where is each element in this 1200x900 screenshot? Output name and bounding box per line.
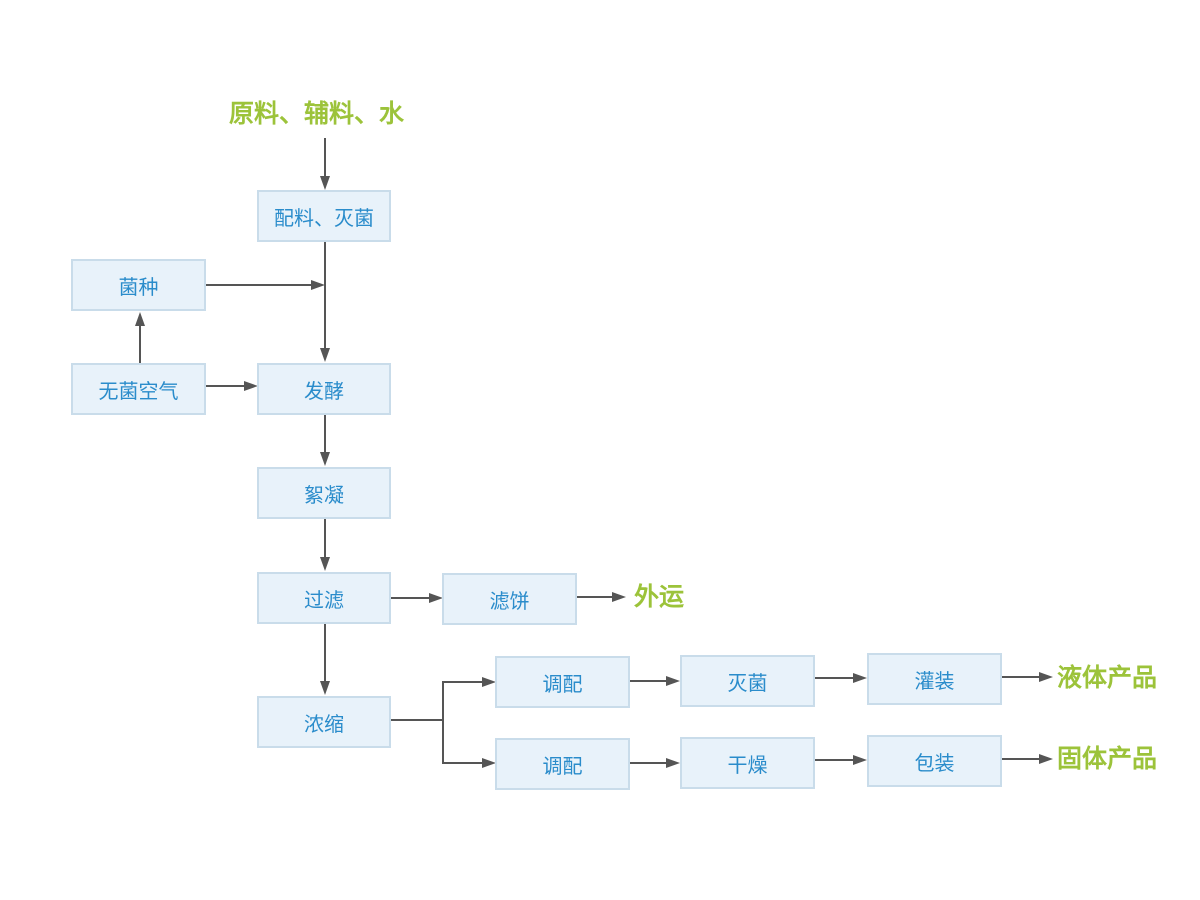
arrowhead — [482, 758, 496, 768]
step-filling: 灌装 — [867, 653, 1002, 705]
raw-materials-input: 原料、辅料、水 — [229, 99, 405, 128]
step-drying: 干燥 — [680, 737, 815, 789]
arrowhead — [244, 381, 258, 391]
transport-output: 外运 — [634, 582, 685, 611]
arrowhead — [311, 280, 325, 290]
arrowhead — [853, 755, 867, 765]
step-sterile-air: 无菌空气 — [71, 363, 206, 415]
arrow-concentration-split-lower — [442, 720, 484, 764]
step-fermentation: 发酵 — [257, 363, 391, 415]
arrowhead — [666, 676, 680, 686]
arrowhead — [320, 348, 330, 362]
step-adjust-solid: 调配 — [495, 738, 630, 790]
arrowhead — [666, 758, 680, 768]
arrowhead — [482, 677, 496, 687]
step-sterilization: 灭菌 — [680, 655, 815, 707]
step-packaging: 包装 — [867, 735, 1002, 787]
liquid-product-output: 液体产品 — [1057, 663, 1158, 692]
step-concentration: 浓缩 — [257, 696, 391, 748]
arrowhead — [1039, 672, 1053, 682]
arrowhead — [320, 681, 330, 695]
arrowhead — [320, 176, 330, 190]
arrowhead — [320, 452, 330, 466]
solid-product-output: 固体产品 — [1057, 744, 1158, 773]
step-batching-sterilization: 配料、灭菌 — [257, 190, 391, 242]
step-adjust-liquid: 调配 — [495, 656, 630, 708]
step-filter-cake: 滤饼 — [442, 573, 577, 625]
arrowhead — [429, 593, 443, 603]
step-strain: 菌种 — [71, 259, 206, 311]
step-flocculation: 絮凝 — [257, 467, 391, 519]
arrowhead — [135, 312, 145, 326]
step-filtration: 过滤 — [257, 572, 391, 624]
arrowhead — [612, 592, 626, 602]
arrow-concentration-split — [391, 681, 484, 721]
arrowhead — [320, 557, 330, 571]
arrowhead — [853, 673, 867, 683]
arrowhead — [1039, 754, 1053, 764]
